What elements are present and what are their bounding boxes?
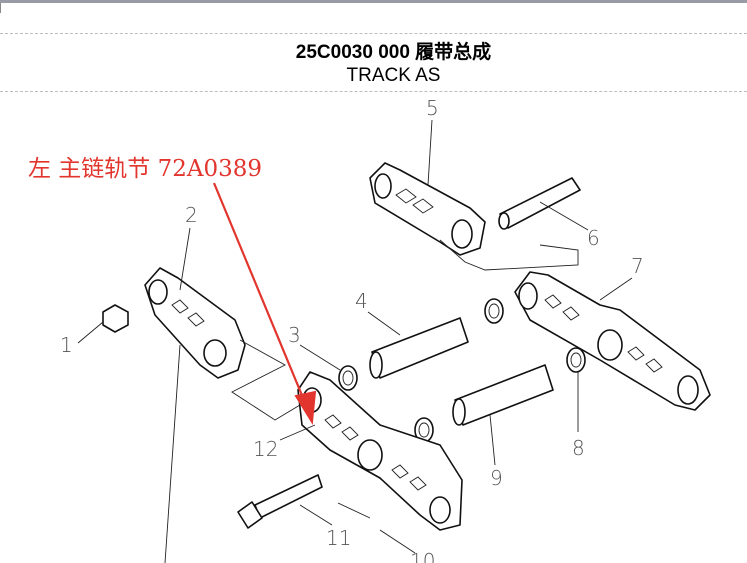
part-12-link bbox=[297, 371, 463, 531]
assembly-title: 25C0030 000 履带总成 bbox=[295, 42, 492, 63]
window-top-border bbox=[0, 0, 747, 3]
callout-4: 4 bbox=[355, 289, 368, 313]
part-1-nut bbox=[102, 304, 129, 333]
callout-11: 11 bbox=[326, 526, 351, 550]
part-9-bushing bbox=[452, 364, 554, 426]
annotation-arrow bbox=[212, 182, 317, 426]
callout-9: 9 bbox=[490, 466, 503, 490]
part-7-link bbox=[514, 271, 711, 411]
part-10-cotter-pin bbox=[337, 502, 371, 519]
leader-lines bbox=[77, 119, 633, 563]
callout-12: 12 bbox=[253, 437, 278, 461]
part-4-seal bbox=[484, 298, 504, 324]
border-tick bbox=[0, 3, 1, 13]
part-3-seal bbox=[338, 365, 358, 391]
callout-1: 1 bbox=[60, 333, 73, 357]
callout-3: 3 bbox=[288, 323, 301, 347]
divider-top bbox=[0, 33, 747, 34]
assembly-subtitle: TRACK AS bbox=[346, 65, 441, 86]
part-2-link bbox=[144, 267, 301, 421]
part-6-pin bbox=[498, 177, 581, 230]
callout-2: 2 bbox=[185, 203, 198, 227]
part-8-seal bbox=[566, 347, 586, 373]
annotation-label: 左 主链轨节 72A0389 bbox=[28, 156, 262, 182]
callout-8: 8 bbox=[572, 436, 585, 460]
callout-5: 5 bbox=[426, 96, 439, 120]
part-5-link bbox=[369, 162, 579, 271]
callout-7: 7 bbox=[631, 254, 644, 278]
callout-6: 6 bbox=[587, 226, 600, 250]
part-4-bushing bbox=[369, 317, 469, 379]
part-11-bolt bbox=[237, 474, 323, 529]
divider-bottom bbox=[0, 91, 747, 92]
callout-10: 10 bbox=[410, 549, 435, 563]
